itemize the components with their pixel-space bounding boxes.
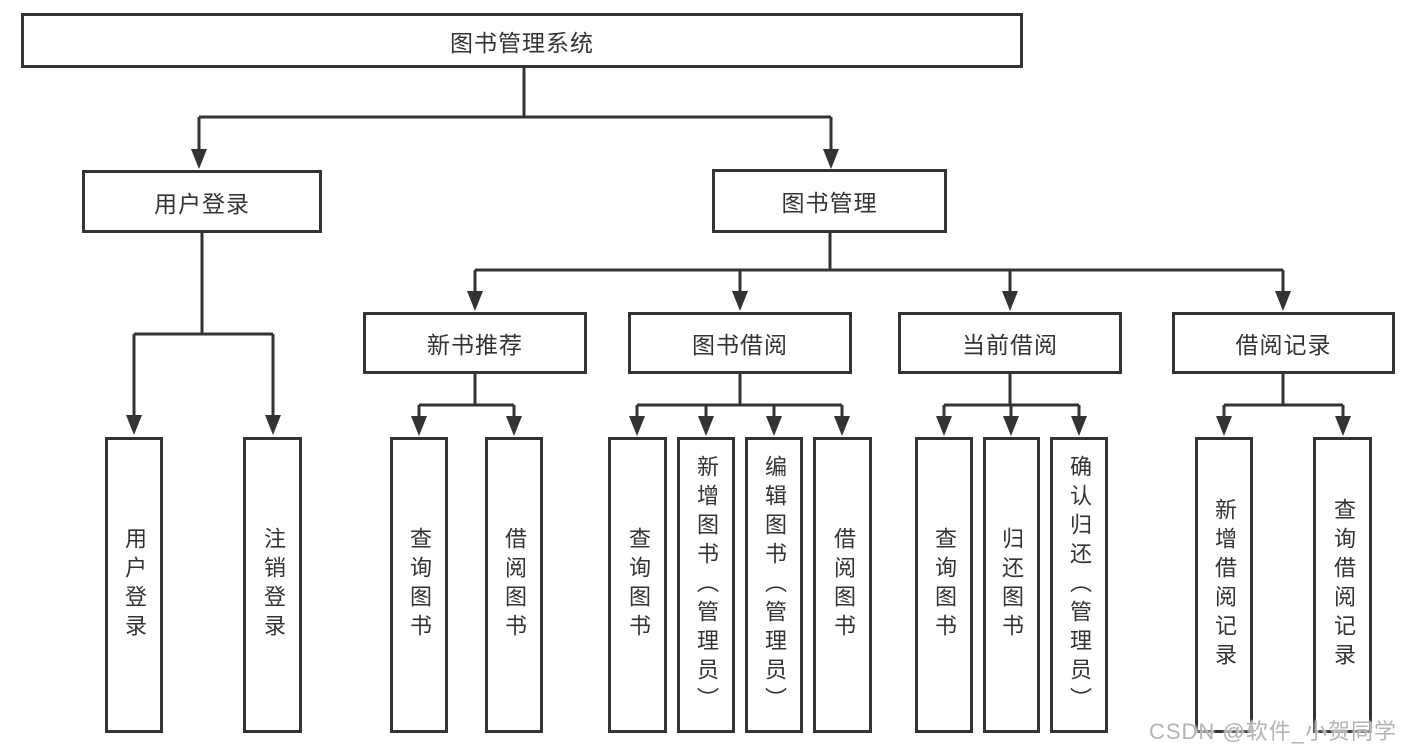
- arrowhead: [1335, 416, 1351, 436]
- arrowhead: [1216, 416, 1232, 436]
- node-leaf-borrow-books: 借阅图书: [813, 437, 872, 733]
- arrowhead: [629, 416, 645, 436]
- watermark: CSDN @软件_小贺同学: [1148, 719, 1397, 744]
- node-book-borrowing: 图书借阅: [628, 312, 852, 374]
- node-leaf-user-login: 用户登录: [105, 437, 163, 733]
- connector-root-to-level2: [197, 68, 833, 151]
- node-leaf-add-borrow-record: 新增借阅记录: [1195, 437, 1253, 733]
- arrowhead: [126, 415, 142, 435]
- connector-book-management-children: [473, 233, 1285, 293]
- node-leaf-return-books: 归还图书: [983, 437, 1040, 733]
- node-library-system: 图书管理系统: [21, 13, 1023, 68]
- node-leaf-confirm-return-admin: 确认归还（管理员）: [1050, 437, 1108, 733]
- connector-borrowing-children: [635, 374, 844, 418]
- arrowhead: [834, 416, 850, 436]
- arrowhead: [936, 416, 952, 436]
- arrowhead: [1071, 416, 1087, 436]
- node-leaf-query-books-current: 查询图书: [915, 437, 973, 733]
- arrowhead: [265, 415, 281, 435]
- node-new-book-recommendation: 新书推荐: [363, 312, 587, 374]
- node-leaf-query-books-recommend: 查询图书: [390, 437, 448, 733]
- arrowhead: [1003, 416, 1019, 436]
- arrowhead: [1275, 291, 1291, 311]
- connector-user-login-children: [132, 233, 275, 417]
- node-user-login: 用户登录: [82, 170, 322, 233]
- arrowhead: [732, 291, 748, 311]
- node-leaf-query-borrow-record: 查询借阅记录: [1313, 437, 1372, 733]
- node-leaf-logout: 注销登录: [243, 437, 302, 733]
- arrowhead: [191, 149, 207, 169]
- node-leaf-edit-books-admin: 编辑图书（管理员）: [745, 437, 803, 733]
- node-book-management: 图书管理: [712, 169, 947, 233]
- node-leaf-query-books-borrow: 查询图书: [608, 437, 667, 733]
- node-leaf-add-books-admin: 新增图书（管理员）: [677, 437, 735, 733]
- arrowhead: [411, 416, 427, 436]
- arrowheads: [126, 149, 1351, 436]
- node-leaf-borrow-books-recommend: 借阅图书: [485, 437, 543, 733]
- connector-records-children: [1222, 374, 1345, 418]
- arrowhead: [766, 416, 782, 436]
- arrowhead: [698, 416, 714, 436]
- connector-recommend-children: [417, 374, 516, 418]
- arrowhead: [467, 291, 483, 311]
- node-borrowing-records: 借阅记录: [1172, 312, 1395, 374]
- arrowhead: [1002, 291, 1018, 311]
- connector-current-children: [942, 374, 1081, 418]
- node-current-borrowing: 当前借阅: [898, 312, 1122, 374]
- arrowhead: [506, 416, 522, 436]
- arrowhead: [823, 149, 839, 169]
